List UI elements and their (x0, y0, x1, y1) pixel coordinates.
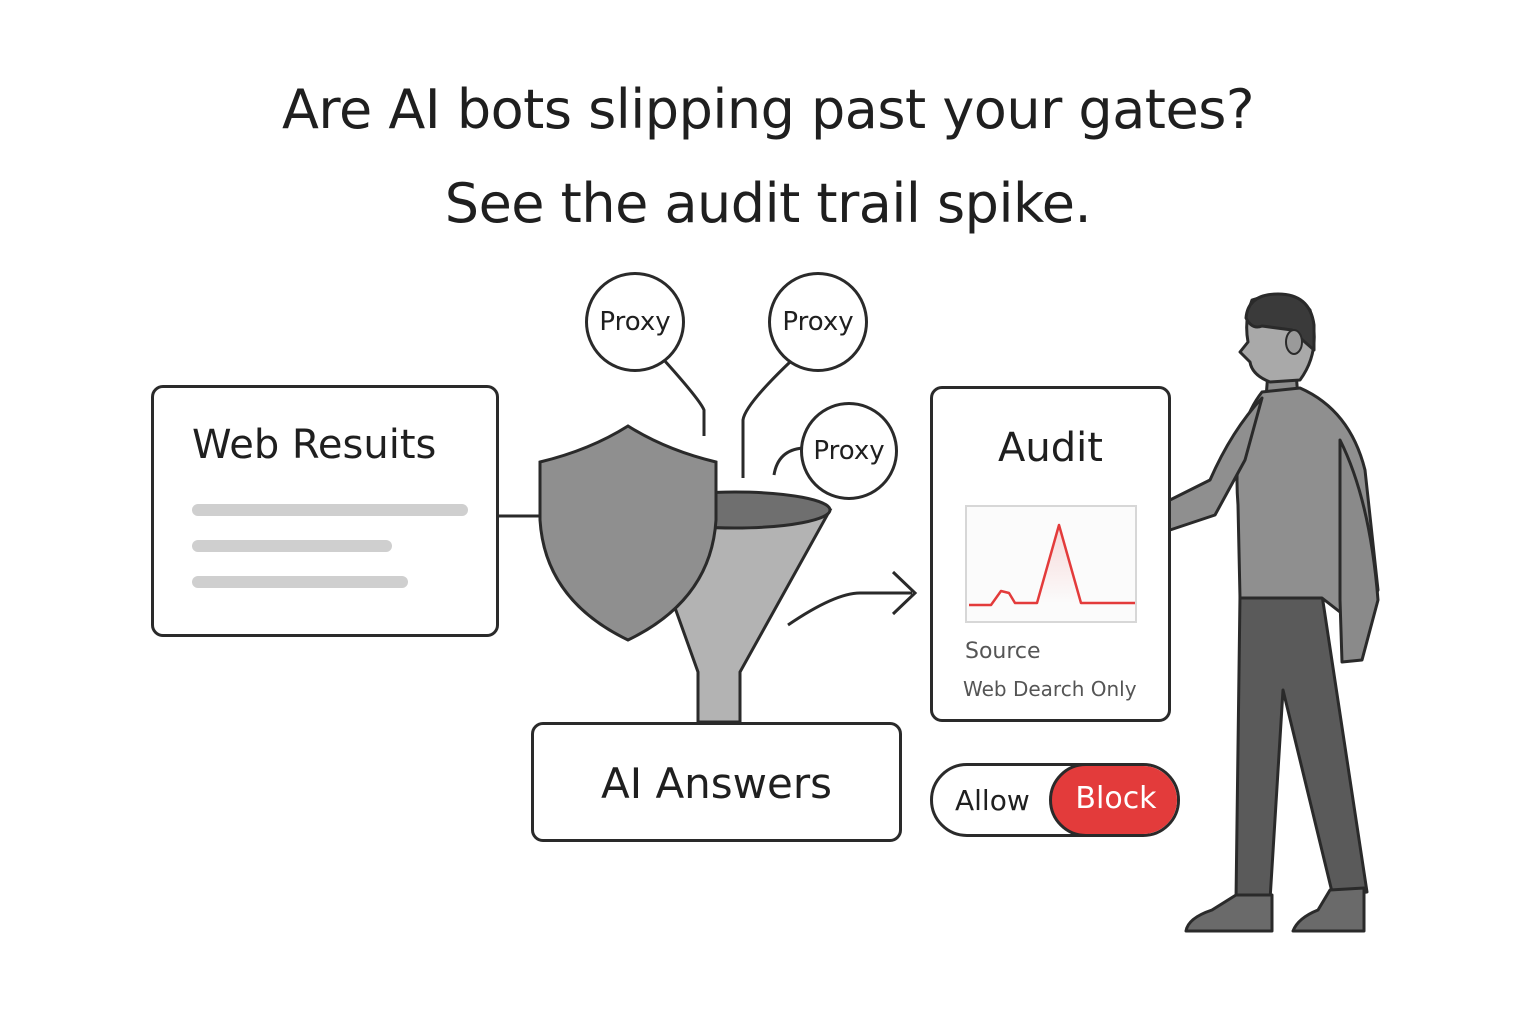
proxy-1-connector (662, 358, 706, 436)
proxy-2-connector (741, 360, 792, 478)
audit-spike-chart (965, 505, 1137, 623)
web-results-title: Web Resuits (192, 422, 437, 468)
result-line-placeholder (192, 540, 392, 552)
allow-block-toggle[interactable]: Allow Block (930, 763, 1180, 837)
source-label: Source (965, 639, 1041, 664)
spike-line-graphic (969, 523, 1135, 607)
result-line-placeholder (192, 576, 408, 588)
ai-answers-label: AI Answers (600, 759, 833, 808)
toggle-allow-option[interactable]: Allow (955, 784, 1030, 817)
ai-answers-card: AI Answers (531, 722, 902, 842)
proxy-node-1: Proxy (585, 272, 685, 372)
audit-card: Audit Source Web Dearch Only (930, 386, 1171, 722)
shield-icon (538, 424, 718, 642)
proxy-node-2: Proxy (768, 272, 868, 372)
toggle-block-option[interactable]: Block (1049, 766, 1177, 834)
audit-title: Audit (998, 425, 1103, 471)
source-value: Web Dearch Only (963, 677, 1137, 701)
arrow-to-audit-icon (787, 570, 918, 627)
web-results-card: Web Resuits (151, 385, 499, 637)
headline-line-2: See the audit trail spike. (444, 172, 1092, 235)
headline-line-1: Are AI bots slipping past your gates? (281, 78, 1255, 141)
proxy-node-3: Proxy (800, 402, 898, 500)
proxy-3-connector (772, 446, 804, 476)
spike-line (969, 523, 1135, 607)
person-figure (1102, 292, 1380, 933)
result-line-placeholder (192, 504, 468, 516)
